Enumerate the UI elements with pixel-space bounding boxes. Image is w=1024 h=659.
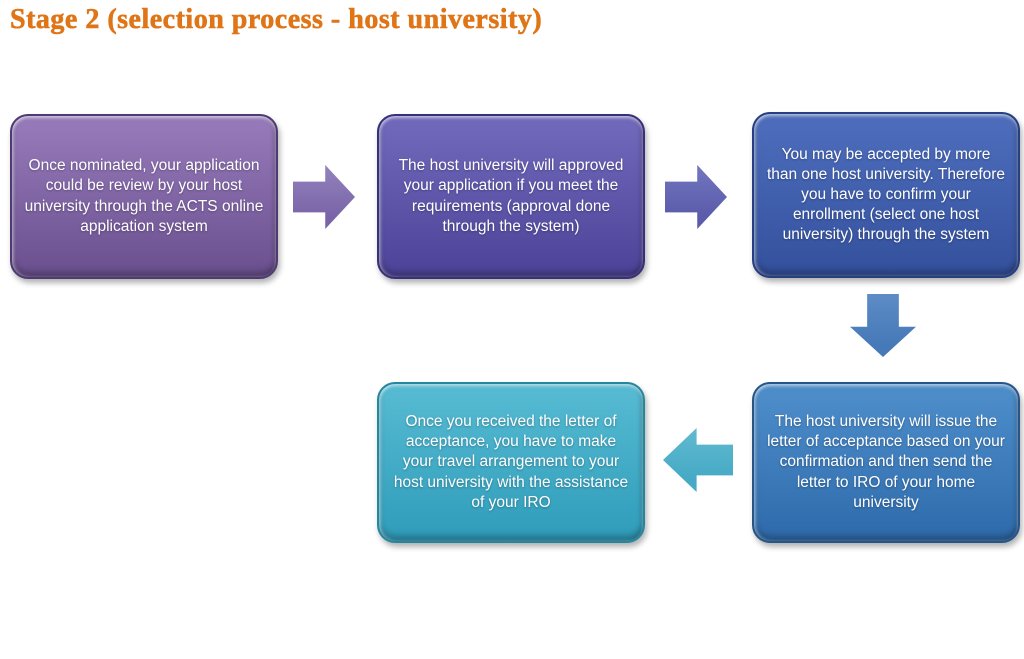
right-arrow-icon	[665, 165, 727, 229]
flow-step-2-label: The host university will approved your a…	[398, 157, 624, 235]
slide-title: Stage 2 (selection process - host univer…	[10, 4, 543, 36]
flow-step-4-label: The host university will issue the lette…	[767, 413, 1005, 511]
right-arrow-icon	[293, 165, 355, 229]
flow-step-5-travel-arrangement: Once you received the letter of acceptan…	[377, 382, 645, 543]
flow-step-5-label: Once you received the letter of acceptan…	[393, 413, 629, 511]
flow-step-4-letter-of-acceptance: The host university will issue the lette…	[752, 382, 1020, 543]
down-arrow-icon	[850, 294, 916, 357]
left-arrow-icon	[663, 428, 733, 492]
flow-step-3-label: You may be accepted by more than one hos…	[766, 145, 1006, 244]
flow-step-1-nomination-review: Once nominated, your application could b…	[10, 114, 278, 279]
flow-step-2-application-approval: The host university will approved your a…	[377, 114, 645, 279]
flow-step-3-confirm-enrollment: You may be accepted by more than one hos…	[752, 112, 1020, 278]
flow-step-1-label: Once nominated, your application could b…	[24, 157, 264, 235]
